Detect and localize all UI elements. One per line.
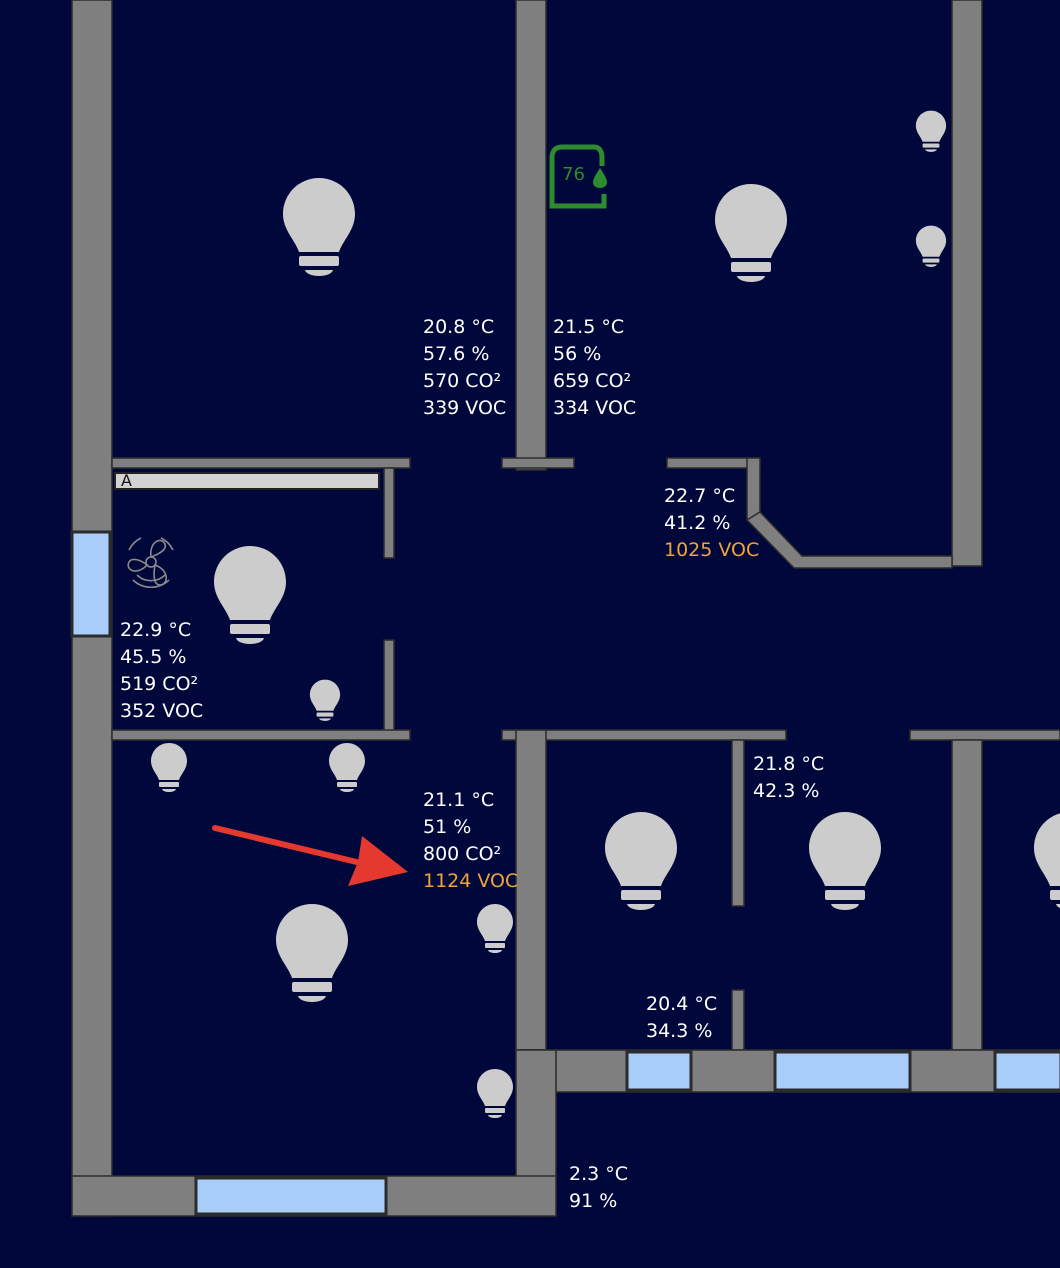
light-bulb-icon[interactable] [809,812,881,910]
temperature-value: 21.5 °C [553,316,625,338]
room-label-text: A [121,471,132,490]
voc-value: 334 VOC [553,397,637,419]
voc-value: 1025 VOC [664,539,760,561]
temperature-value: 22.7 °C [664,485,736,507]
room-label-bar[interactable]: A [114,472,380,490]
light-bulb-icon[interactable] [477,1069,513,1118]
light-bulb-icon[interactable] [915,225,947,267]
window [194,1176,388,1216]
humidity-value: 57.6 % [423,343,490,365]
light-bulb-icon[interactable] [477,904,513,953]
humidity-value: 45.5 % [120,646,187,668]
temperature-value: 2.3 °C [569,1163,629,1185]
humidity-value: 41.2 % [664,512,731,534]
fan-icon[interactable] [127,537,174,589]
co2-value: 800 CO² [423,843,502,865]
sensor-top-left-room[interactable]: 20.8 °C 57.6 % 570 CO² 339 VOC [423,314,506,422]
light-bulb-icon[interactable] [715,184,787,282]
sensor-top-right-room[interactable]: 21.5 °C 56 % 659 CO² 334 VOC [553,314,636,422]
co2-value: 659 CO² [553,370,632,392]
sensor-corner-room[interactable]: 22.7 °C 41.2 % 1025 VOC [664,483,759,564]
temperature-value: 20.4 °C [646,993,718,1015]
temperature-value: 21.8 °C [753,753,825,775]
window [993,1050,1060,1092]
humidity-value: 51 % [423,816,472,838]
light-bulb-icon[interactable] [283,178,355,276]
sensor-bottom-middle-room[interactable]: 21.8 °C 42.3 % [753,751,824,805]
voc-value: 339 VOC [423,397,507,419]
humidity-value: 42.3 % [753,780,820,802]
lights [151,110,1060,1118]
temperature-value: 21.1 °C [423,789,495,811]
light-bulb-icon[interactable] [915,110,947,152]
humidifier-value: 76 [562,164,585,185]
temperature-value: 20.8 °C [423,316,495,338]
humidity-value: 91 % [569,1190,618,1212]
light-bulb-icon[interactable] [1034,812,1060,910]
light-bulb-icon[interactable] [276,904,348,1002]
light-bulb-icon[interactable] [151,743,187,792]
windows [70,530,1060,1216]
co2-value: 519 CO² [120,673,199,695]
sensor-outside[interactable]: 2.3 °C 91 % [569,1161,628,1215]
humidifier-icon[interactable] [549,144,607,209]
light-bulb-icon[interactable] [605,812,677,910]
light-bulb-icon[interactable] [309,679,341,721]
light-bulb-icon[interactable] [329,743,365,792]
window [625,1050,693,1092]
annotation-arrow [212,825,408,886]
voc-value: 352 VOC [120,700,204,722]
co2-value: 570 CO² [423,370,502,392]
sensor-bathroom[interactable]: 20.4 °C 34.3 % [646,991,717,1045]
sensor-bottom-left-room[interactable]: 21.1 °C 51 % 800 CO² 1124 VOC [423,787,518,895]
humidity-value: 34.3 % [646,1020,713,1042]
window [70,530,112,638]
walls [71,0,1060,1217]
light-bulb-icon[interactable] [214,546,286,644]
window [773,1050,912,1092]
sensor-small-room[interactable]: 22.9 °C 45.5 % 519 CO² 352 VOC [120,617,203,725]
humidity-value: 56 % [553,343,602,365]
voc-value: 1124 VOC [423,870,519,892]
temperature-value: 22.9 °C [120,619,192,641]
